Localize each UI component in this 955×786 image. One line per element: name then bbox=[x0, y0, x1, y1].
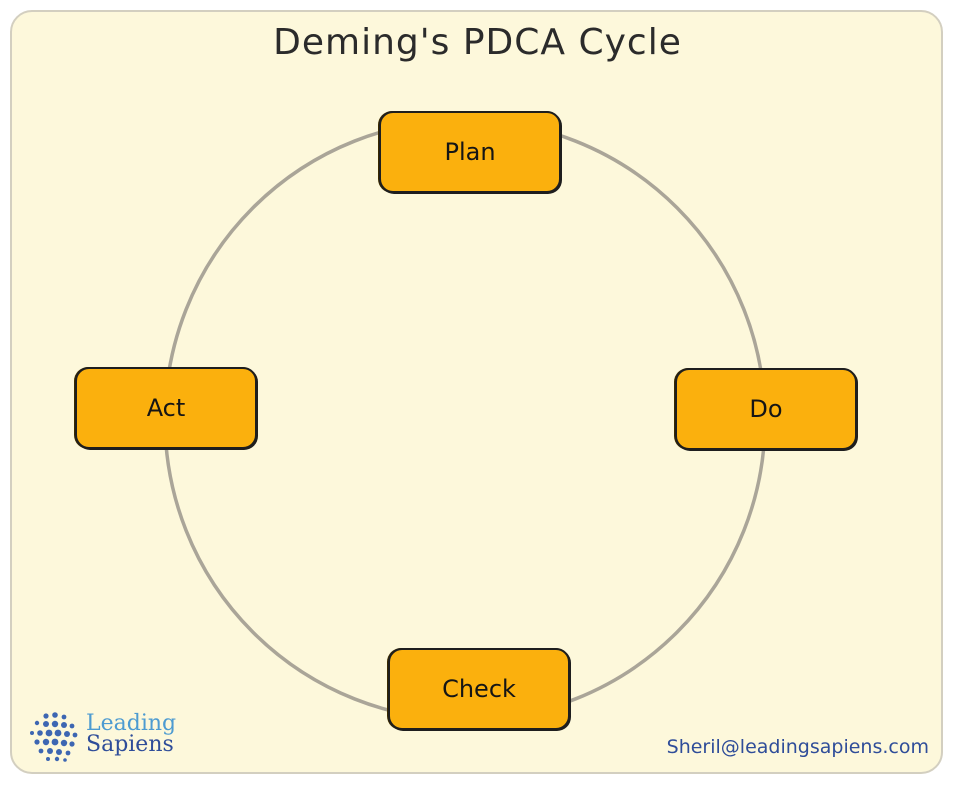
logo-text-sapiens: Sapiens bbox=[86, 732, 174, 757]
diagram-title: Deming's PDCA Cycle bbox=[273, 22, 682, 63]
logo-text-leading: Leading bbox=[86, 711, 177, 736]
contact-email: Sheril@leadingsapiens.com bbox=[666, 736, 929, 758]
stage-act: Act bbox=[75, 367, 257, 449]
logo-dots-icon bbox=[30, 712, 78, 762]
stage-plan: Plan bbox=[379, 111, 561, 193]
stage-do: Do bbox=[675, 368, 857, 450]
leading-sapiens-logo: Leading Sapiens bbox=[28, 712, 198, 762]
stage-check: Check bbox=[388, 648, 570, 730]
